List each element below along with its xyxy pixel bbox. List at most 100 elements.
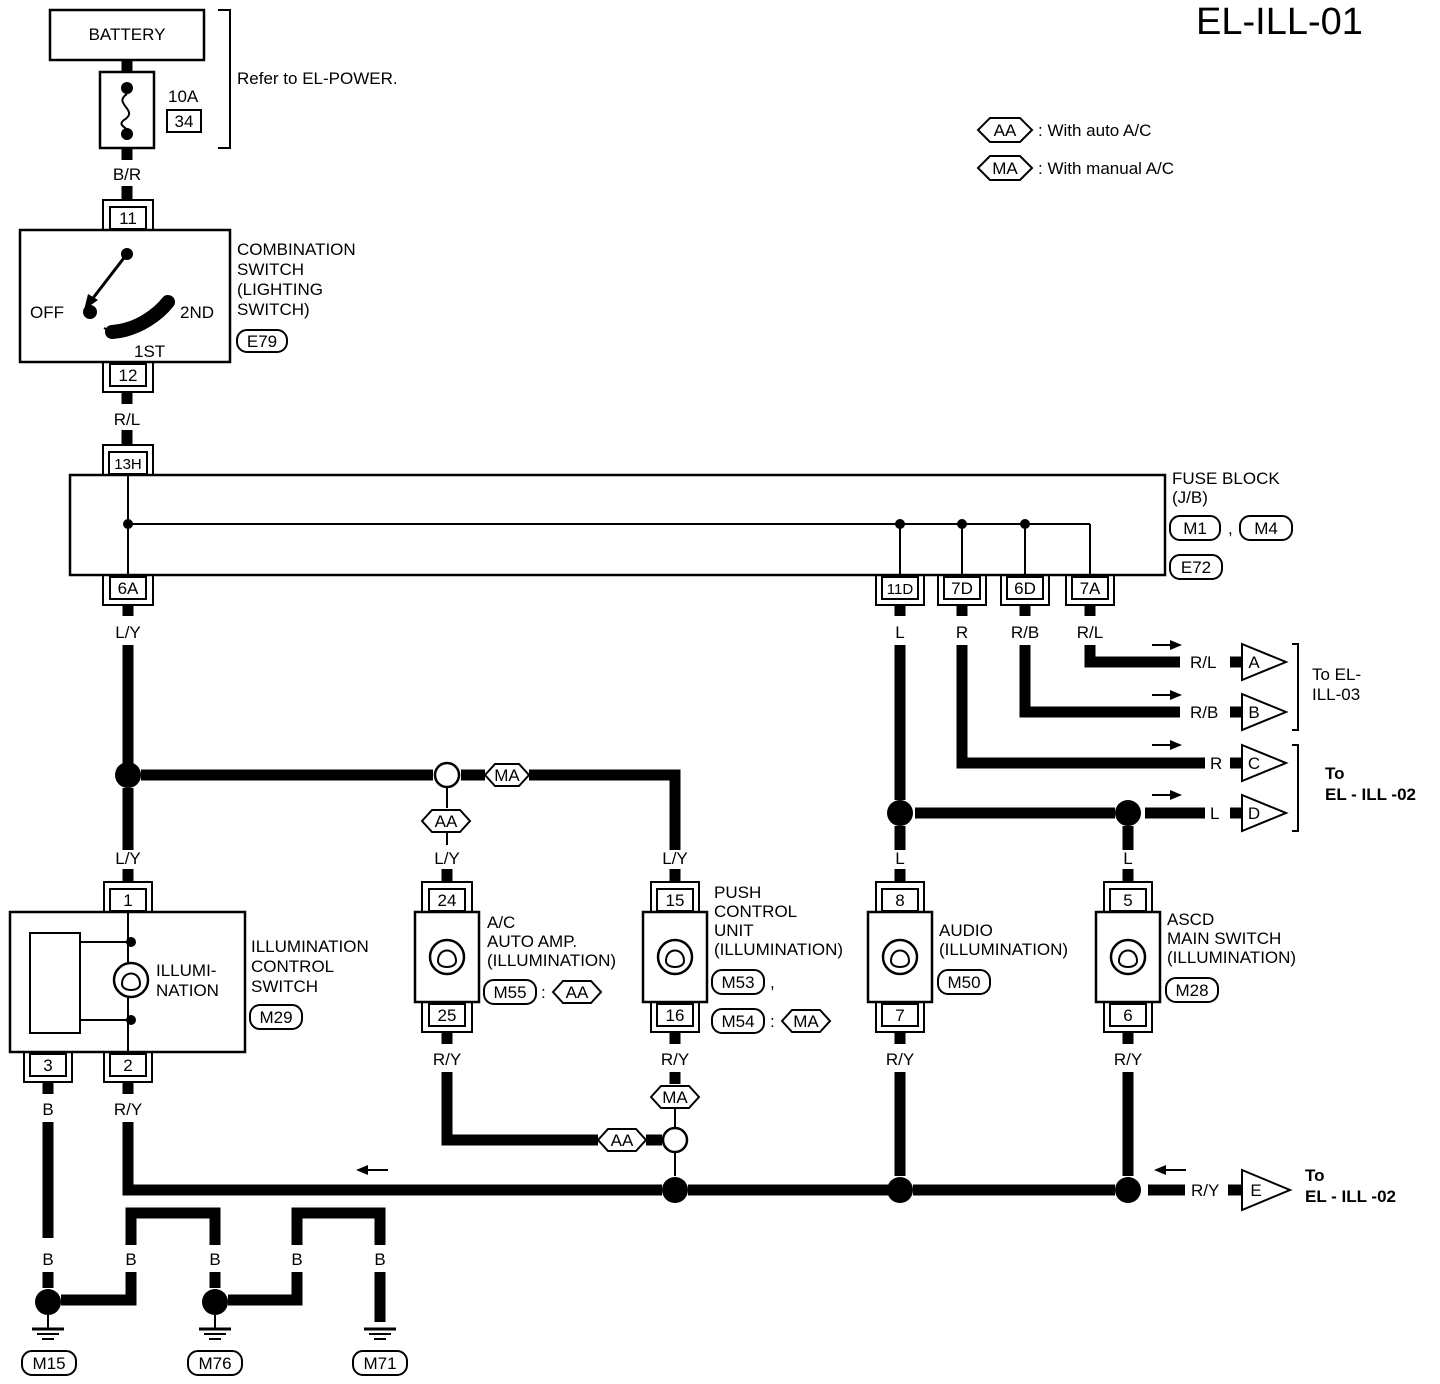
dest-ill03-2: ILL-03 [1312,685,1360,704]
ics-connector: M29 [259,1008,292,1027]
fb-title-1: FUSE BLOCK [1172,469,1280,488]
pcu-tag: MA [793,1012,819,1031]
fb-connector-e72-shape [1169,554,1223,580]
illumination-control-switch: L/Y 1 ILLUMI- NATION ILLUMINATION CONTRO… [8,849,369,1119]
tag-aa-top: AA [435,812,458,831]
tag-ma-top: MA [494,766,520,785]
ascd-wire-out: R/Y [1114,1050,1142,1069]
comb-connector: E79 [247,332,277,351]
ret-wire: R/Y [1191,1181,1219,1200]
page-code: EL-ILL-01 [1196,1,1363,43]
ac-connector-sep: : [541,983,546,1002]
fb-connector-m1: M1 [1183,519,1207,538]
ac-auto-amp: L/Y 24 25 A/C AUTO AMP. (ILLUMINATION) M… [413,849,616,1069]
fb-connector-m1-shape [1169,515,1221,541]
gnd-wire-2: B [125,1250,136,1269]
tag-ma-bottom: MA [662,1088,688,1107]
pcu-pin-in: 15 [666,891,685,910]
fuse-amp: 10A [168,87,199,106]
audio-title-1: AUDIO [939,921,993,940]
pcu-connector-1: M53 [721,973,754,992]
ics-wire-in: L/Y [115,849,141,868]
wire-fb-11d: L [895,623,904,642]
ics-title-2: CONTROL [251,957,334,976]
wire-fb-7d: R [956,623,968,642]
ac-title-1: A/C [487,913,515,932]
gnd-connector-m15: M15 [32,1354,65,1373]
gnd-wire-4: B [291,1250,302,1269]
ac-tag: AA [566,983,589,1002]
gnd-connector-m71-shape [352,1350,408,1376]
out-a-wire: R/L [1190,653,1216,672]
ac-pin-out: 25 [438,1006,457,1025]
legend: AA : With auto A/C MA : With manual A/C [976,117,1174,181]
switch-pos-off: OFF [30,303,64,322]
ground-symbol-1 [32,1315,64,1340]
ascd-pin-out: 6 [1123,1006,1132,1025]
ascd-title-2: MAIN SWITCH [1167,929,1281,948]
fb-connector-m4-shape [1239,515,1293,541]
out-letter-c: C [1248,754,1260,773]
comb-title-2: SWITCH [237,260,304,279]
combination-switch: 11 OFF 2ND 1ST COMBINATION SWITCH (LIGHT… [18,199,356,445]
pcu-tag-shape [780,1009,832,1033]
legend-text-aa: : With auto A/C [1038,121,1151,140]
ascd-connector-shape [1165,977,1219,1003]
wire-fb-6a: L/Y [115,623,141,642]
fuse-block: 13H FUSE BLOCK (J/B) M1 , M4 E72 6A 11D … [68,444,1293,642]
pcu-connector-sep-2: : [770,1012,775,1031]
comb-title-4: SWITCH) [237,300,310,319]
pcu-connector-sep-1: , [770,973,775,992]
audio-pin-in: 8 [895,891,904,910]
gnd-connector-m15-shape [21,1350,77,1376]
pcu-connector-2: M54 [721,1012,754,1031]
fuse-number-box [166,109,202,133]
refer-bracket [218,9,231,149]
legend-tag-ma-shape [976,155,1034,181]
out-letter-d: D [1248,804,1260,823]
ac-wire-out: R/Y [433,1050,461,1069]
switch-pos-2nd: 2ND [180,303,214,322]
ics-pin-in: 1 [123,891,132,910]
battery-label: BATTERY [89,25,166,44]
ac-connector: M55 [493,983,526,1002]
pcu-title-2: CONTROL [714,902,797,921]
ry-return-line: AA MA R/Y E To EL - ILL -02 [122,1072,1396,1212]
ascd-main-switch: L 5 6 ASCD MAIN SWITCH (ILLUMINATION) M2… [1094,849,1296,1069]
ground-symbol-3 [364,1327,396,1340]
output-wires: R/L R/B R L A B C D To EL- ILL-03 To EL … [894,640,1416,833]
fb-connector-m4: M4 [1254,519,1278,538]
comb-connector-shape [236,329,288,353]
ac-title-2: AUTO AMP. [487,932,577,951]
wire-comb-out: R/L [114,410,140,429]
tag-aa-top-shape [420,809,472,833]
ics-title-3: SWITCH [251,977,318,996]
out-d-wire: L [1210,804,1219,823]
ascd-title-3: (ILLUMINATION) [1167,948,1296,967]
refer-note: Refer to EL-POWER. [237,69,398,88]
pcu-pin-out: 16 [666,1006,685,1025]
fuse-number: 34 [175,112,194,131]
push-control-unit: L/Y 15 16 PUSH CONTROL UNIT (ILLUMINATIO… [641,849,843,1069]
comb-title-3: (LIGHTING [237,280,323,299]
grounds: B B B B B M15 [21,1122,408,1376]
wire-battery-out: B/R [113,165,141,184]
out-letter-b: B [1248,703,1259,722]
pcu-wire-in: L/Y [662,849,688,868]
dest-ill02-e-1: To [1305,1166,1325,1185]
fb-pin-6d: 6D [1014,579,1036,598]
pcu-connector-1-shape [711,969,765,995]
fb-pin-in: 13H [114,456,142,473]
gnd-wire-3: B [209,1250,220,1269]
dest-ill03-1: To EL- [1312,665,1361,684]
ac-tag-shape [551,980,603,1004]
audio-pin-out: 7 [895,1006,904,1025]
audio-title-2: (ILLUMINATION) [939,940,1068,959]
ics-connector-shape [249,1004,303,1030]
pcu-connector-2-shape [711,1008,765,1034]
out-c-wire: R [1210,754,1222,773]
tag-aa-bottom: AA [611,1131,634,1150]
ac-connector-shape [483,979,537,1005]
fb-connector-sep: , [1228,519,1233,538]
ics-wire-out: R/Y [114,1100,142,1119]
